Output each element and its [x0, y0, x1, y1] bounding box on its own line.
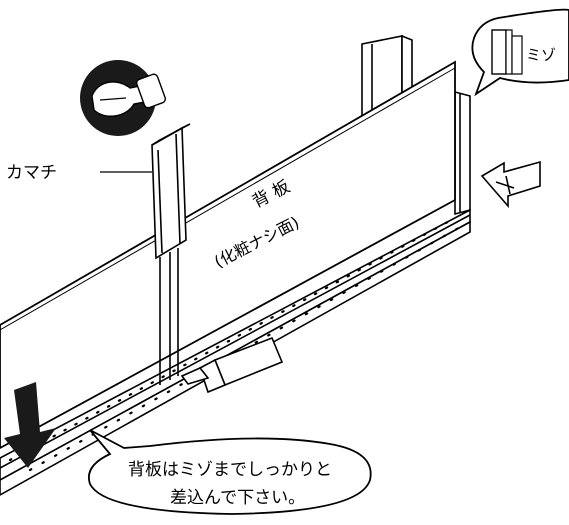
- hammer-in-hand-icon: [80, 60, 167, 136]
- groove-callout-label: ミゾ: [526, 46, 556, 64]
- groove-dots: [8, 216, 464, 472]
- left-arrow-icon: [480, 160, 541, 209]
- back-panel: [0, 60, 456, 450]
- instruction-line-2: 差込んで下さい。: [170, 488, 305, 508]
- instruction-line-1: 背板はミゾまでしっかりと: [128, 460, 332, 480]
- glue-bottle-icon: [180, 336, 284, 394]
- kamachi-stile: [151, 123, 191, 385]
- down-arrow-icon: [4, 382, 56, 468]
- instruction-bubble: 背板はミゾまでしっかりと 差込んで下さい。: [88, 429, 372, 515]
- groove-callout-bubble: ミゾ: [471, 8, 569, 97]
- kamachi-label: カマチ: [6, 163, 57, 183]
